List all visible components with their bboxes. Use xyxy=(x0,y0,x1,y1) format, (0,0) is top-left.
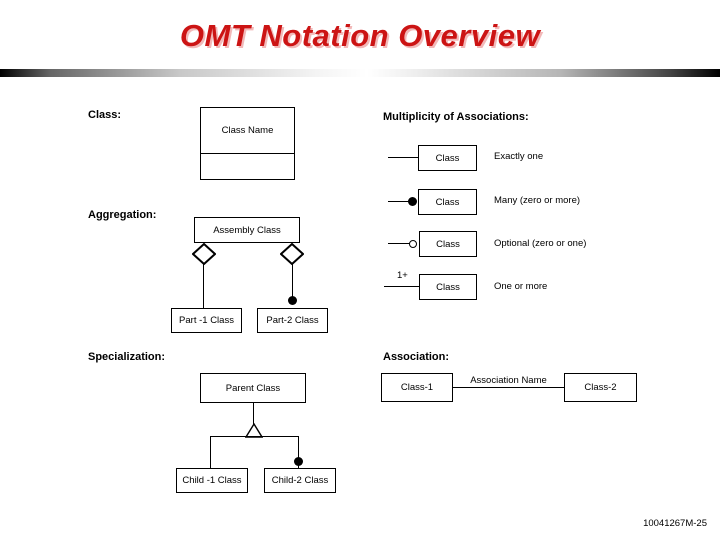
association-heading: Association: xyxy=(383,351,450,363)
connector-line xyxy=(210,436,299,437)
multiplicity-label: Optional (zero or one) xyxy=(494,238,587,249)
aggregation-heading: Aggregation: xyxy=(88,209,157,221)
multiplicity-class-box: Class xyxy=(418,189,477,215)
class-section-heading: Class: xyxy=(88,109,122,121)
class1-box: Class-1 xyxy=(381,373,453,402)
aggregation-diamond-icon xyxy=(279,242,305,266)
child2-class-box: Child-2 Class xyxy=(264,468,336,493)
class-attributes-compartment xyxy=(201,154,294,179)
connector-line xyxy=(203,264,204,308)
many-dot-icon xyxy=(294,457,303,466)
connector-line xyxy=(292,264,293,300)
connector-line xyxy=(388,157,418,158)
specialization-heading: Specialization: xyxy=(88,351,166,363)
multiplicity-label: One or more xyxy=(494,281,548,292)
connector-line xyxy=(298,437,299,468)
parent-class-box: Parent Class xyxy=(200,373,306,403)
connector-line xyxy=(210,437,211,468)
class2-box: Class-2 xyxy=(564,373,637,402)
slide-number: 10041267M-25 xyxy=(643,518,707,529)
class-name-box: Class Name xyxy=(200,107,295,180)
multiplicity-label: Many (zero or more) xyxy=(494,195,581,206)
one-plus-annotation: 1+ xyxy=(397,270,408,281)
assembly-class-box: Assembly Class xyxy=(194,217,300,243)
class-name-label: Class Name xyxy=(201,108,294,154)
connector-line xyxy=(388,201,413,202)
multiplicity-class-box: Class xyxy=(418,145,477,171)
many-dot-icon xyxy=(288,296,297,305)
connector-line xyxy=(388,243,410,244)
inheritance-triangle-icon xyxy=(244,422,264,438)
multiplicity-class-box: Class xyxy=(419,231,477,257)
title-divider-bar xyxy=(0,69,720,77)
part1-class-box: Part -1 Class xyxy=(171,308,242,333)
part2-class-box: Part-2 Class xyxy=(257,308,328,333)
child1-class-box: Child -1 Class xyxy=(176,468,248,493)
connector-line xyxy=(384,286,419,287)
connector-line xyxy=(253,403,254,424)
multiplicity-heading: Multiplicity of Associations: xyxy=(383,111,529,123)
aggregation-diamond-icon xyxy=(191,242,217,266)
multiplicity-class-box: Class xyxy=(419,274,477,300)
many-dot-icon xyxy=(408,197,417,206)
slide-title: OMT Notation Overview xyxy=(179,18,541,53)
optional-circle-icon xyxy=(409,240,417,248)
multiplicity-label: Exactly one xyxy=(494,151,544,162)
connector-line xyxy=(453,387,564,388)
association-name-label: Association Name xyxy=(470,375,547,386)
